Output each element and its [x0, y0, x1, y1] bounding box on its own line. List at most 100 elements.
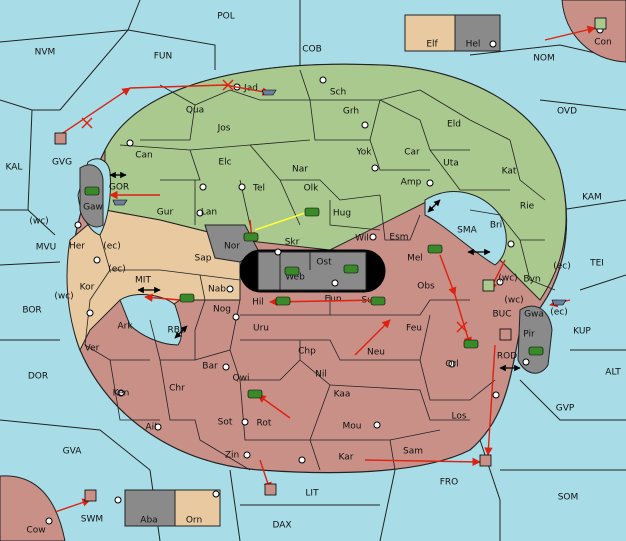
map-label: Ken: [113, 389, 130, 399]
province-pir[interactable]: [517, 305, 553, 374]
map-label: Gur: [157, 208, 174, 218]
map-label: Gaw: [83, 203, 103, 213]
supply-centers: [45, 26, 604, 525]
map-label: GOR: [109, 183, 129, 193]
map-label: Obs: [417, 282, 435, 292]
map-label: Con: [594, 38, 612, 48]
unit-marker[interactable]: [482, 279, 495, 292]
province-gaw[interactable]: [79, 164, 104, 228]
unit-marker[interactable]: [479, 454, 492, 467]
map-label: Mou: [343, 422, 362, 432]
map-label: FUN: [154, 52, 173, 62]
map-label: COB: [302, 45, 322, 55]
map-label: NOM: [533, 54, 555, 64]
map-label: Qwi: [233, 374, 250, 384]
unit-marker[interactable]: [84, 489, 97, 502]
map-label: Nog: [213, 305, 231, 315]
map-label: Esm: [389, 233, 408, 243]
map-label: (ec): [550, 308, 568, 318]
map-label: Car: [404, 148, 420, 158]
fleet-unit[interactable]: [261, 89, 277, 96]
army-unit[interactable]: [343, 264, 359, 274]
map-label: BUC: [492, 310, 511, 320]
unit-marker[interactable]: [594, 17, 607, 30]
map-label: (ec): [553, 262, 571, 272]
army-unit[interactable]: [528, 346, 544, 356]
map-label: Ost: [316, 258, 332, 268]
map-label: Chp: [298, 347, 316, 357]
map-label: Eun: [324, 295, 341, 305]
map-label: GVA: [63, 447, 83, 457]
map-label: Byn: [523, 275, 540, 285]
map-label: DOR: [28, 372, 48, 382]
map-label: OVD: [557, 107, 577, 117]
army-unit[interactable]: [370, 296, 386, 306]
map-label: MVU: [36, 243, 57, 253]
map-label: Sot: [218, 418, 233, 428]
map-label: Nab: [208, 285, 226, 295]
map-label: Kor: [80, 283, 95, 293]
map-label: Web: [285, 273, 305, 283]
map-label: ALT: [605, 368, 621, 378]
units: [54, 17, 607, 502]
map-label: Ver: [85, 344, 100, 354]
map-label: Los: [451, 412, 466, 422]
map-label: Can: [135, 151, 153, 161]
map-label: Pir: [523, 330, 535, 340]
map-label: Sam: [403, 447, 423, 457]
fleet-unit[interactable]: [551, 299, 567, 306]
map-label: Feu: [406, 324, 422, 334]
map-label: (wc): [504, 296, 523, 306]
map-label: MIT: [135, 276, 151, 286]
province-borders: [84, 69, 556, 471]
map-label: Olk: [304, 184, 320, 194]
map-label: SMA: [457, 226, 477, 236]
army-unit[interactable]: [275, 296, 291, 306]
inner-sea-sma: [424, 191, 507, 266]
map-label: LIT: [305, 489, 319, 499]
map-label: Amp: [401, 178, 422, 188]
map-label: Yok: [355, 148, 372, 158]
map-label: Sap: [195, 254, 212, 264]
province-orn[interactable]: [174, 489, 221, 527]
map-label: SOM: [558, 493, 579, 503]
army-unit[interactable]: [284, 266, 300, 276]
unit-marker[interactable]: [54, 132, 67, 145]
army-unit[interactable]: [84, 186, 100, 196]
army-unit[interactable]: [427, 244, 443, 254]
map-label: Elf: [426, 40, 438, 50]
map-label: POL: [217, 12, 235, 22]
map-label: GVG: [52, 158, 72, 168]
unit-marker[interactable]: [499, 328, 512, 341]
map-label: NVM: [35, 48, 56, 58]
map-label: Kar: [339, 453, 354, 463]
map-label: KAL: [6, 163, 23, 173]
map-label: Cow: [26, 526, 45, 536]
fleet-unit[interactable]: [112, 199, 128, 206]
map-label: KUP: [573, 327, 591, 337]
army-unit[interactable]: [463, 339, 479, 349]
map-label: Zin: [225, 451, 239, 461]
map-label: Kat: [502, 167, 517, 177]
map-label: Uta: [443, 159, 459, 169]
map-label: Grh: [343, 107, 359, 117]
army-unit[interactable]: [304, 207, 320, 217]
map-label: Tel: [252, 184, 265, 194]
army-unit[interactable]: [243, 232, 259, 242]
map-label: Gwa: [524, 310, 544, 320]
map-label: Nar: [292, 165, 308, 175]
army-unit[interactable]: [179, 293, 195, 303]
unit-marker[interactable]: [264, 483, 277, 496]
map-label: (wc): [498, 274, 517, 284]
map-label: Bri: [490, 221, 502, 231]
map-label: KAM: [582, 193, 602, 203]
map-label: Ail: [145, 423, 156, 433]
map-label: Skr: [285, 238, 300, 248]
province-aba[interactable]: [124, 489, 176, 527]
map-label: Rie: [520, 202, 535, 212]
province-elf[interactable]: [404, 14, 456, 52]
map-label: Wil: [355, 234, 369, 244]
map-label: ROD: [497, 352, 517, 362]
army-unit[interactable]: [247, 389, 263, 399]
